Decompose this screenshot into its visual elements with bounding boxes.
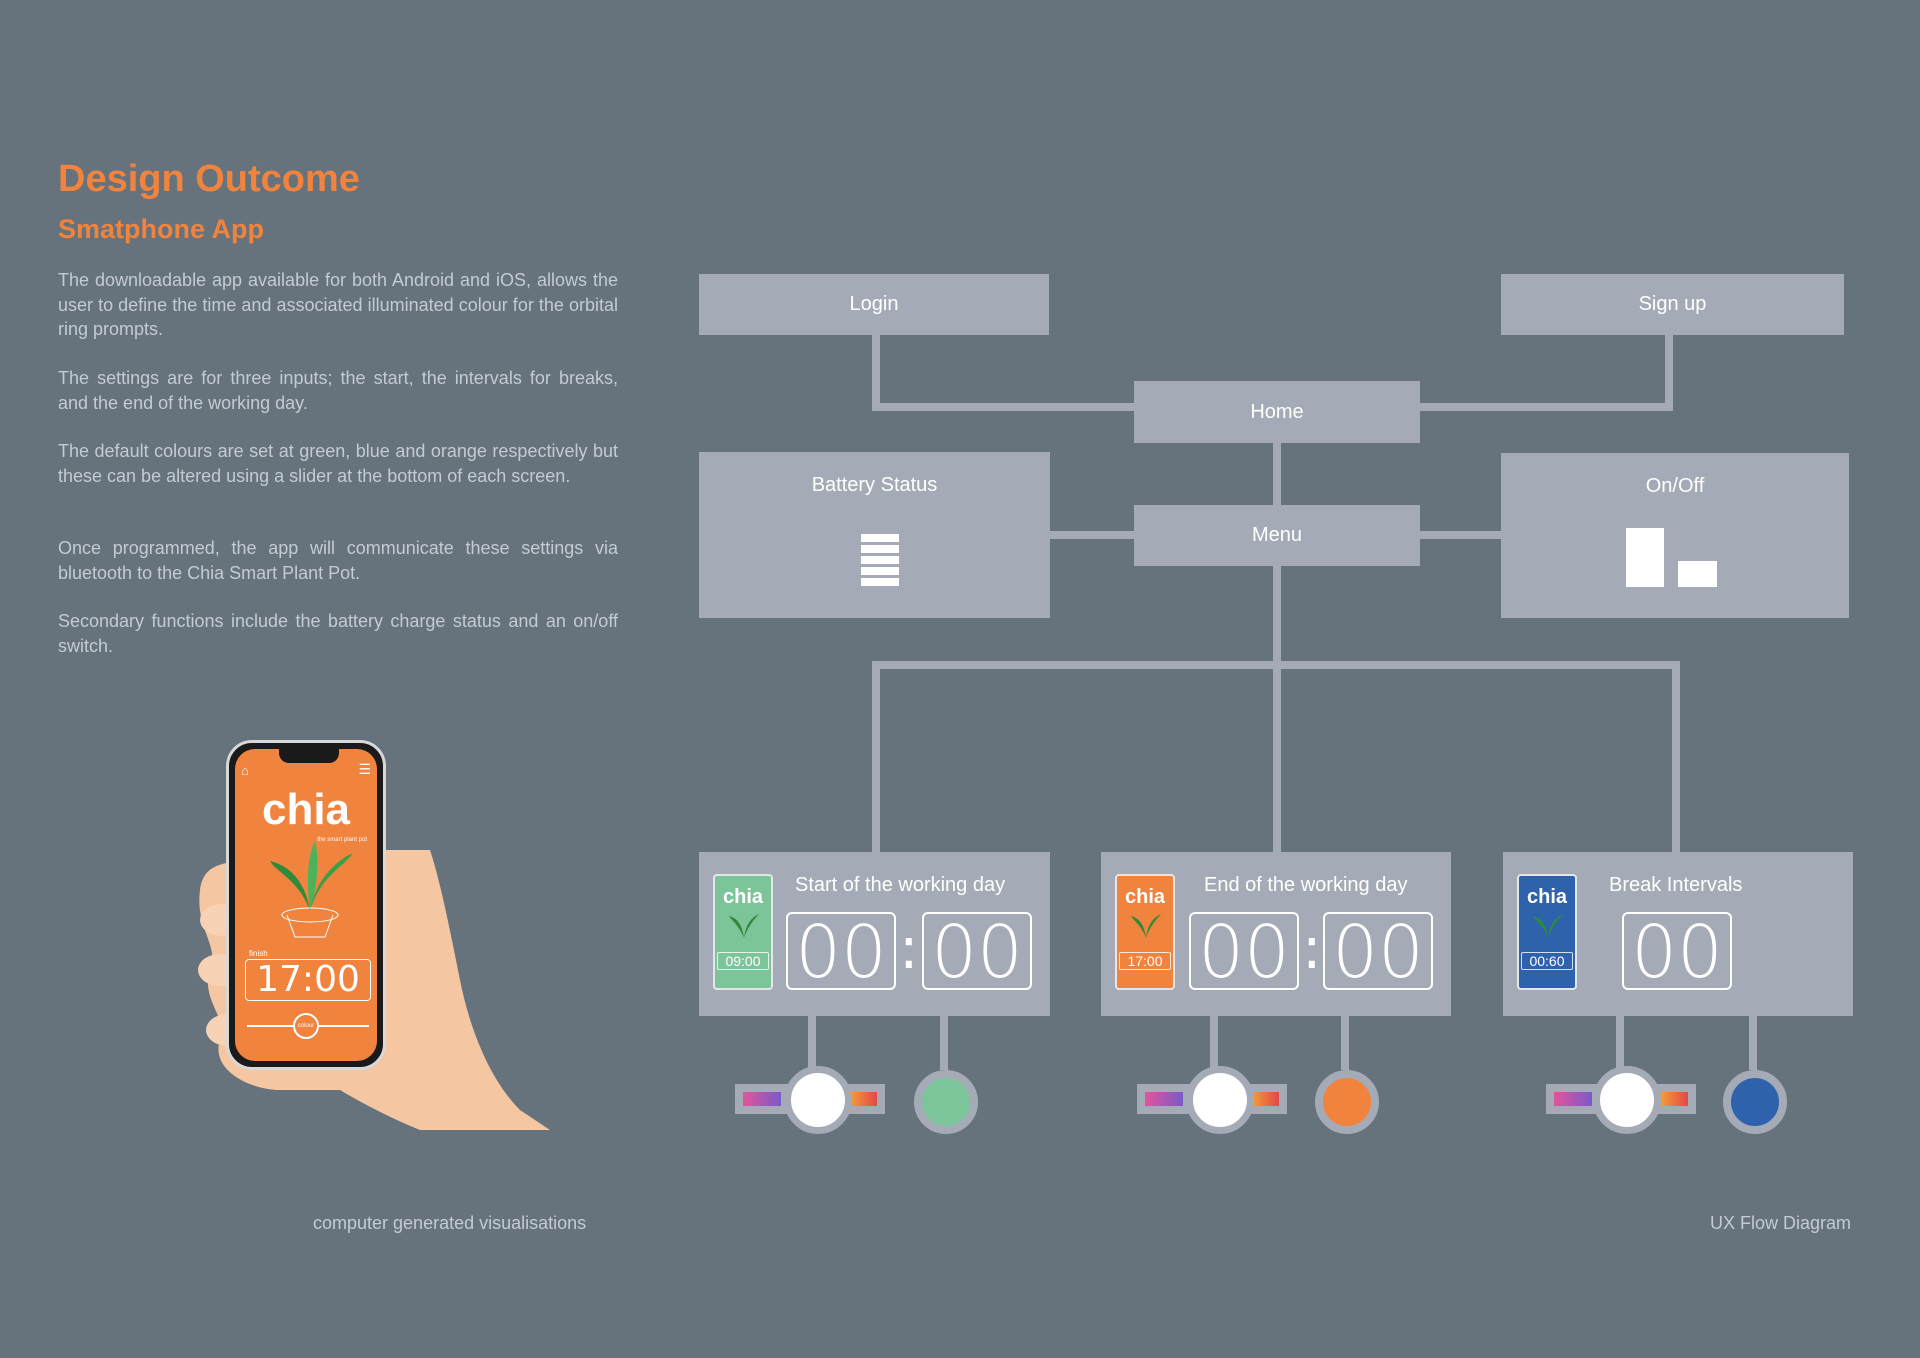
- node-onoff-label: On/Off: [1645, 475, 1705, 497]
- end-colon: :: [1302, 914, 1322, 982]
- screen-start[interactable]: chia 09:00 Start of the working day 00 :…: [699, 852, 1050, 1016]
- node-login[interactable]: Login: [699, 274, 1049, 335]
- colour-dot-end[interactable]: [1315, 1070, 1379, 1134]
- connector-branch: [872, 661, 1680, 669]
- node-home-label: Home: [1250, 401, 1304, 423]
- mini-brand-break: chia: [1526, 886, 1568, 908]
- connector-branch-right: [1672, 661, 1680, 855]
- home-icon[interactable]: ⌂: [241, 763, 249, 778]
- phone-tagline: the smart plant pot: [317, 837, 367, 843]
- paragraph-3: The default colours are set at green, bl…: [58, 441, 618, 486]
- start-colon: :: [899, 914, 919, 982]
- mini-time-start: 09:00: [717, 952, 769, 970]
- caption-left: computer generated visualisations: [313, 1213, 587, 1233]
- stem-end-slider: [1210, 1014, 1218, 1070]
- paragraph-2: The settings are for three inputs; the s…: [58, 368, 618, 413]
- battery-icon: [861, 534, 899, 588]
- plant-illustration: [270, 841, 353, 938]
- caption-right: UX Flow Diagram: [1710, 1213, 1852, 1233]
- mini-plant-start: [729, 914, 759, 938]
- page-subtitle: Smatphone App: [58, 214, 264, 244]
- connector-home-menu: [1273, 442, 1281, 506]
- end-minutes[interactable]: 00: [1323, 912, 1433, 990]
- phone-brand: chia: [261, 785, 351, 834]
- page-title: Design Outcome: [58, 158, 360, 200]
- stem-end-dot: [1341, 1014, 1349, 1070]
- mini-plant-break: [1533, 914, 1563, 938]
- mini-phone-start: chia 09:00: [713, 874, 773, 990]
- node-menu[interactable]: Menu: [1134, 505, 1420, 566]
- mini-time-break: 00:60: [1521, 952, 1573, 970]
- colour-slider-start-knob[interactable]: [784, 1066, 852, 1134]
- connector-branch-left: [872, 661, 880, 855]
- phone-in-hand-illustration: ⌂ ☰ chia the smart plant pot finish 17:0…: [190, 730, 550, 1130]
- connector-menu-onoff: [1418, 531, 1503, 539]
- node-onoff[interactable]: On/Off: [1501, 453, 1849, 618]
- node-signup[interactable]: Sign up: [1501, 274, 1844, 335]
- screen-break-title: Break Intervals: [1609, 874, 1743, 896]
- phone-device: ⌂ ☰ chia the smart plant pot finish 17:0…: [226, 740, 386, 1070]
- colour-slider-end-knob[interactable]: [1186, 1066, 1254, 1134]
- mini-phone-break: chia 00:60: [1517, 874, 1577, 990]
- connector-signup-down: [1665, 334, 1673, 410]
- toggle-on-icon: [1626, 528, 1664, 587]
- node-menu-label: Menu: [1251, 524, 1303, 546]
- node-signup-label: Sign up: [1638, 293, 1707, 315]
- node-battery-label: Battery Status: [811, 474, 938, 496]
- stem-start-dot: [940, 1014, 948, 1070]
- connector-login-down: [872, 334, 880, 410]
- screen-start-title: Start of the working day: [795, 874, 1006, 896]
- screen-break[interactable]: chia 00:60 Break Intervals 00: [1503, 852, 1853, 1016]
- toggle-off-icon: [1678, 561, 1717, 587]
- phone-finish-label: finish: [249, 949, 268, 958]
- connector-menu-down: [1273, 565, 1281, 855]
- node-home[interactable]: Home: [1134, 381, 1420, 443]
- mini-plant-end: [1131, 914, 1161, 938]
- connector-signup-home: [1418, 403, 1673, 411]
- node-battery-status[interactable]: Battery Status: [699, 452, 1050, 618]
- end-hours[interactable]: 00: [1189, 912, 1299, 990]
- phone-notch: [279, 749, 339, 763]
- mini-time-end: 17:00: [1119, 952, 1171, 970]
- colour-dot-start[interactable]: [914, 1070, 978, 1134]
- menu-icon[interactable]: ☰: [358, 761, 371, 777]
- paragraph-4: Once programmed, the app will communicat…: [58, 538, 618, 583]
- colour-slider-break-knob[interactable]: [1593, 1066, 1661, 1134]
- mini-brand-end: chia: [1124, 886, 1166, 908]
- paragraph-5: Secondary functions include the battery …: [58, 611, 618, 656]
- screen-end-title: End of the working day: [1204, 874, 1408, 896]
- mini-phone-end: chia 17:00: [1115, 874, 1175, 990]
- screen-end[interactable]: chia 17:00 End of the working day 00 : 0…: [1101, 852, 1451, 1016]
- stem-start-slider: [808, 1014, 816, 1070]
- phone-slider-handle[interactable]: colour: [293, 1013, 319, 1039]
- mini-brand-start: chia: [722, 886, 764, 908]
- phone-screen: ⌂ ☰ chia the smart plant pot finish 17:0…: [235, 749, 377, 1061]
- start-minutes[interactable]: 00: [922, 912, 1032, 990]
- node-login-label: Login: [849, 293, 899, 315]
- start-hours[interactable]: 00: [786, 912, 896, 990]
- stem-break-dot: [1749, 1014, 1757, 1070]
- connector-login-home: [872, 403, 1138, 411]
- connector-battery-menu: [1048, 531, 1138, 539]
- break-minutes[interactable]: 00: [1622, 912, 1732, 990]
- phone-time-display[interactable]: 17:00: [245, 959, 371, 1001]
- colour-dot-break[interactable]: [1723, 1070, 1787, 1134]
- paragraph-1: The downloadable app available for both …: [58, 270, 618, 339]
- stem-break-slider: [1616, 1014, 1624, 1070]
